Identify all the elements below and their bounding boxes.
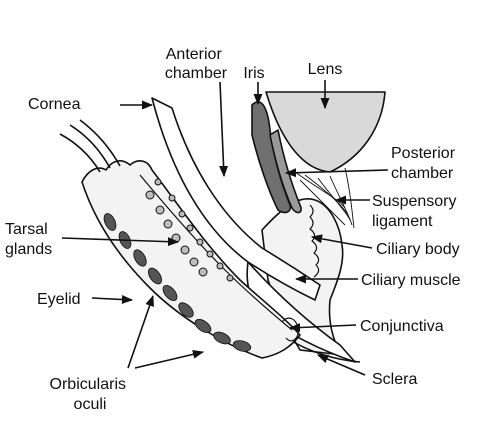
arrow-ciliary-body — [310, 234, 373, 249]
eyelid-inner-edge — [139, 174, 293, 331]
eyelashes — [59, 119, 121, 173]
label-orbicularis-oculi: Orbicularis oculi — [50, 376, 131, 413]
arrow-anterior-chamber — [219, 81, 229, 178]
label-posterior-chamber: Posterior chamber — [391, 145, 459, 182]
arrow-posterior-chamber — [284, 168, 389, 178]
label-anterior-chamber: Anterior chamber — [165, 46, 228, 82]
arrow-conjunctiva — [288, 323, 357, 333]
arrow-sclera — [316, 354, 366, 376]
label-sclera: Sclera — [372, 371, 417, 388]
labels: Anterior chamber Iris Lens Cornea Poster… — [5, 46, 461, 413]
leader-lines — [61, 80, 389, 376]
arrow-orbicularis-2 — [134, 349, 205, 369]
tarsal-glands — [145, 178, 234, 282]
label-ciliary-body: Ciliary body — [376, 241, 460, 258]
label-iris: Iris — [243, 65, 264, 82]
arrow-eyelid — [91, 295, 134, 304]
label-eyelid: Eyelid — [37, 291, 81, 308]
label-tarsal-glands: Tarsal glands — [5, 221, 52, 258]
label-lens: Lens — [308, 61, 343, 78]
label-suspensory-ligament: Suspensory ligament — [372, 193, 461, 230]
label-cornea: Cornea — [28, 96, 81, 113]
arrow-orbicularis-1 — [127, 294, 154, 369]
label-ciliary-muscle: Ciliary muscle — [361, 272, 461, 289]
label-conjunctiva: Conjunctiva — [360, 318, 444, 335]
arrow-tarsal-glands — [61, 237, 180, 247]
